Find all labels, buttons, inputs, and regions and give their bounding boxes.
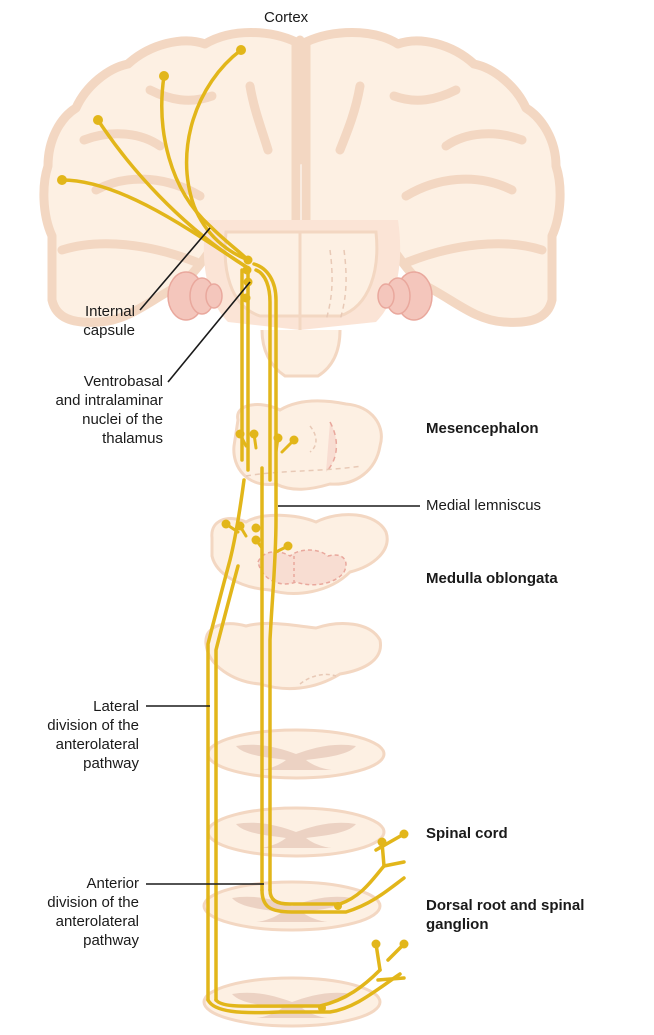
spinal-cord-section-1 — [208, 730, 384, 778]
spinal-cord-section-3 — [204, 882, 380, 930]
label-spinal-cord: Spinal cord — [426, 824, 508, 843]
label-thalamus-line-2: and intralaminar — [55, 391, 163, 410]
label-medulla-oblongata: Medulla oblongata — [426, 569, 558, 588]
label-dorsal-root-line-2: ganglion — [426, 915, 584, 934]
label-internal-capsule: Internal capsule — [83, 302, 135, 340]
spinal-cord-section-2 — [208, 808, 384, 856]
label-thalamus-line-1: Ventrobasal — [55, 372, 163, 391]
label-lateral-line-4: pathway — [47, 754, 139, 773]
label-cortex: Cortex — [264, 8, 308, 27]
label-lateral-line-3: anterolateral — [47, 735, 139, 754]
label-anterior-line-4: pathway — [47, 931, 139, 950]
label-lateral-division: Lateral division of the anterolateral pa… — [47, 697, 139, 773]
label-anterior-line-1: Anterior — [47, 874, 139, 893]
diencephalon — [204, 220, 400, 376]
label-lateral-line-1: Lateral — [47, 697, 139, 716]
label-thalamus-line-3: nuclei of the — [55, 410, 163, 429]
label-mesencephalon: Mesencephalon — [426, 419, 539, 438]
label-dorsal-root-line-1: Dorsal root and spinal — [426, 896, 584, 915]
label-dorsal-root-ganglion: Dorsal root and spinal ganglion — [426, 896, 584, 934]
label-anterior-line-2: division of the — [47, 893, 139, 912]
label-anterior-line-3: anterolateral — [47, 912, 139, 931]
label-lateral-line-2: division of the — [47, 716, 139, 735]
label-thalamus-nuclei: Ventrobasal and intralaminar nuclei of t… — [55, 372, 163, 448]
label-anterior-division: Anterior division of the anterolateral p… — [47, 874, 139, 950]
upper-spinal-section — [206, 623, 381, 688]
label-thalamus-line-4: thalamus — [55, 429, 163, 448]
label-internal-capsule-line-2: capsule — [83, 321, 135, 340]
spinal-cord-section-4 — [204, 978, 380, 1026]
label-medial-lemniscus: Medial lemniscus — [426, 496, 541, 515]
label-internal-capsule-line-1: Internal — [83, 302, 135, 321]
